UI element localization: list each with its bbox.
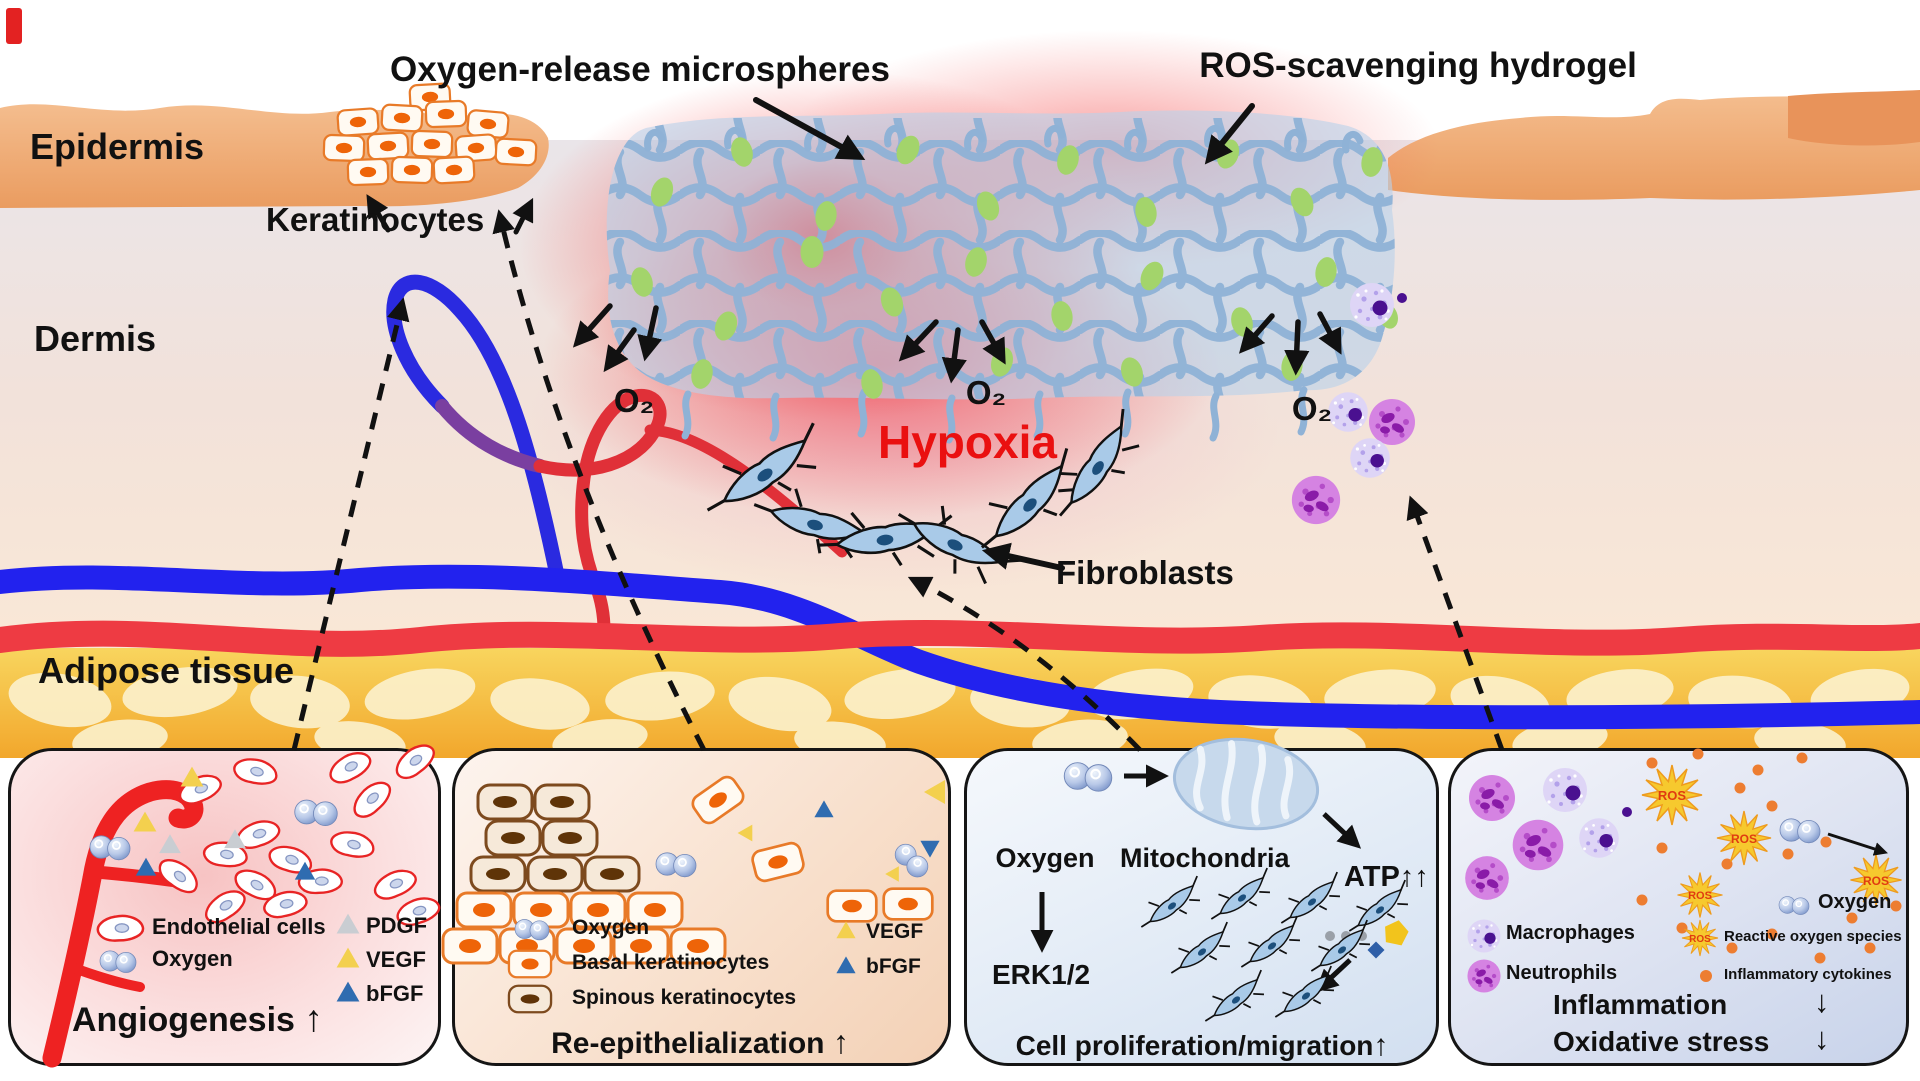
down-arrow-icon: ↓ (1814, 984, 1830, 1019)
horizontal-vessels (0, 564, 1920, 730)
panel-reepithelialization (452, 748, 951, 1066)
label-o2-center: O₂ (965, 374, 1007, 411)
legend-inflammatory-cytokines: Inflammatory cytokines (1724, 966, 1892, 983)
label-epidermis: Epidermis (30, 126, 205, 167)
oxygen-microspheres (631, 135, 1398, 399)
legend-neutrophils: Neutrophils (1506, 962, 1618, 984)
hydrogel-pointer-arrow (1204, 103, 1255, 165)
down-arrow-icon: ↓ (1814, 1021, 1830, 1056)
microspheres-pointer-arrow (753, 97, 866, 160)
label-oxygen-p3: Oxygen (995, 843, 1095, 873)
title-oxidative-stress: Oxidative stress (1553, 1026, 1770, 1057)
label-hypoxia: Hypoxia (878, 416, 1057, 468)
label-keratinocytes: Keratinocytes (266, 201, 485, 238)
label-atp: ATP↑↑ (1344, 862, 1429, 892)
panel-title-proliferation: Cell proliferation/migration↑ (966, 1030, 1438, 1062)
o2-release-arrows-left (572, 303, 663, 373)
legend-oxygen-p2: Oxygen (572, 916, 650, 939)
corner-mark (6, 8, 22, 44)
panel-title-angiogenesis: Angiogenesis ↑ (72, 998, 323, 1039)
o2-release-arrows-right (1239, 311, 1342, 376)
title-ros-scavenging-hydrogel: ROS-scavenging hydrogel (1199, 46, 1637, 85)
dashed-link-arrows (291, 209, 1505, 752)
artery (0, 619, 1920, 657)
panel-title-text: Re-epithelialization (551, 1027, 825, 1060)
label-mitochondria: Mitochondria (1120, 843, 1290, 873)
label-erk12: ERK1/2 (992, 959, 1091, 990)
legend-bfgf-p2: bFGF (866, 955, 921, 978)
vein (0, 564, 1920, 730)
o2-release-arrows-center (898, 319, 1006, 384)
panel-title-reepithelialization: Re-epithelialization ↑ (452, 1024, 948, 1060)
link-reepithelialization (492, 209, 707, 752)
legend-bfgf-p1: bFGF (366, 981, 424, 1006)
legend-reactive-oxygen-species: Reactive oxygen species (1724, 928, 1902, 945)
legend-pdgf: PDGF (366, 913, 428, 938)
up-arrow-icon: ↑ (304, 998, 323, 1039)
link-angiogenesis (291, 297, 410, 751)
up-arrow-icon: ↑ (1373, 1029, 1389, 1062)
legend-oxygen-p1: Oxygen (152, 946, 233, 971)
title-inflammation: Inflammation (1553, 989, 1728, 1020)
fibroblasts-pointer-arrow (981, 542, 1065, 571)
legend-vegf-p2: VEGF (866, 920, 924, 943)
wound-glow (520, 30, 1440, 595)
label-dermis: Dermis (34, 318, 157, 359)
label-o2-left: O₂ (613, 382, 655, 419)
link-inflammation (1406, 495, 1505, 751)
annotation-arrows (366, 97, 1342, 571)
label-o2-right: O₂ (1291, 390, 1333, 427)
panel-title-text: Cell proliferation/migration (1015, 1030, 1374, 1061)
legend-oxygen-p4: Oxygen (1818, 891, 1892, 913)
legend-basal-keratinocytes: Basal keratinocytes (572, 951, 770, 974)
blood-vessel-loop (386, 274, 848, 637)
epidermis-layer (0, 90, 1920, 208)
legend-macrophages: Macrophages (1506, 922, 1635, 944)
panel-title-text: Angiogenesis (72, 1001, 295, 1039)
legend-endothelial-cells: Endothelial cells (152, 914, 326, 939)
link-proliferation (907, 576, 1142, 752)
atp-up-arrows: ↑↑ (1399, 861, 1429, 893)
label-adipose-tissue: Adipose tissue (38, 650, 295, 691)
keratinocyte-patch (322, 82, 538, 187)
atp-text: ATP (1344, 861, 1400, 893)
label-fibroblasts: Fibroblasts (1056, 554, 1234, 591)
title-oxygen-release-microspheres: Oxygen-release microspheres (390, 50, 890, 89)
legend-spinous-keratinocytes: Spinous keratinocytes (572, 986, 797, 1009)
panel-cell-proliferation (964, 748, 1439, 1066)
legend-vegf-p1: VEGF (366, 947, 426, 972)
up-arrow-icon: ↑ (832, 1024, 849, 1060)
